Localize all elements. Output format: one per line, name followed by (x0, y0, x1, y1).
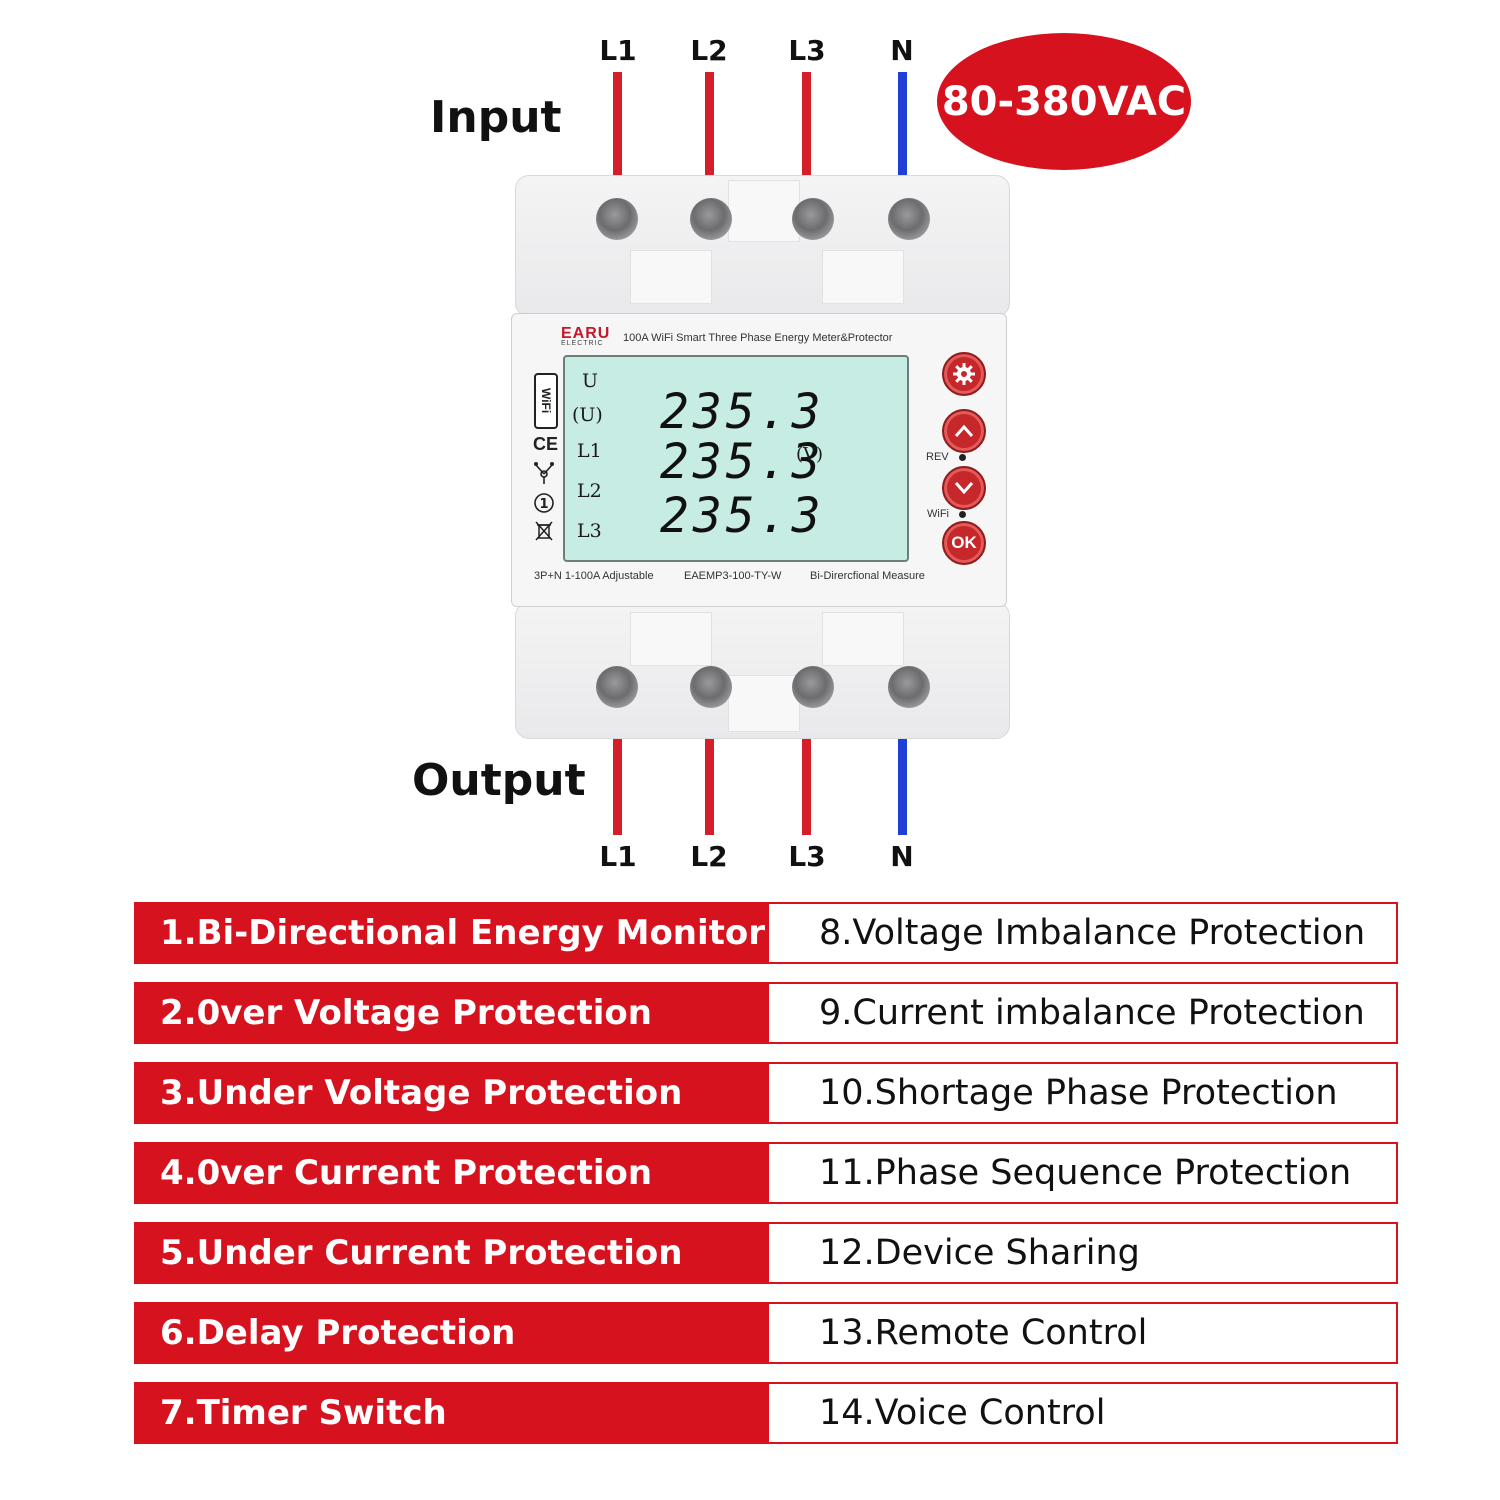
measure-text: Bi-Dirercfional Measure (810, 570, 925, 582)
feature-row: 1.Bi-Directional Energy Monitor 8.Voltag… (134, 902, 1398, 964)
wire-bottom-l2 (705, 735, 714, 835)
lcd-reading-l3: 235.3 (660, 488, 825, 544)
top-slot-right (822, 250, 904, 304)
wire-top-l2 (705, 72, 714, 176)
top-slot-left (630, 250, 712, 304)
terminal-top-l3: L3 (788, 34, 826, 67)
screw-icon (792, 666, 834, 708)
rev-indicator (959, 454, 966, 461)
up-button[interactable] (942, 409, 986, 453)
class-one-icon: 1 (533, 492, 555, 519)
wire-bottom-l3 (802, 735, 811, 835)
feature-left: 2.0ver Voltage Protection (134, 982, 767, 1044)
screw-icon (690, 198, 732, 240)
ce-mark: CE (533, 434, 559, 454)
feature-left: 4.0ver Current Protection (134, 1142, 767, 1204)
network-icon (532, 460, 556, 491)
lcd-reading-l2: 235.3 (660, 434, 825, 490)
wifi-badge: WiFi (534, 373, 558, 429)
feature-left: 5.Under Current Protection (134, 1222, 767, 1284)
feature-left: 6.Delay Protection (134, 1302, 767, 1364)
screw-icon (888, 198, 930, 240)
bottom-slot-center (728, 675, 800, 732)
lcd-label-l2: L2 (577, 480, 602, 502)
terminal-top-n: N (890, 34, 914, 67)
terminal-bottom-n: N (890, 840, 914, 873)
feature-left: 1.Bi-Directional Energy Monitor (134, 902, 767, 964)
device-title: 100A WiFi Smart Three Phase Energy Meter… (623, 332, 893, 344)
bottom-slot-left (630, 612, 712, 666)
brand-logo: EARU (561, 325, 611, 342)
wire-top-l1 (613, 72, 622, 176)
input-label: Input (430, 92, 562, 143)
terminal-bottom-l1: L1 (599, 840, 637, 873)
lcd-label-u: U (582, 370, 599, 392)
bottom-slot-right (822, 612, 904, 666)
voltage-badge: 80-380VAC (937, 33, 1191, 170)
settings-button[interactable] (942, 352, 986, 396)
screw-icon (690, 666, 732, 708)
wire-bottom-n (898, 735, 907, 835)
weee-bin-icon (534, 520, 554, 547)
feature-right: 8.Voltage Imbalance Protection (767, 902, 1398, 964)
lcd-display (563, 355, 909, 562)
feature-right: 11.Phase Sequence Protection (767, 1142, 1398, 1204)
wifi-label: WiFi (927, 508, 949, 520)
feature-row: 2.0ver Voltage Protection 9.Current imba… (134, 982, 1398, 1044)
screw-icon (888, 666, 930, 708)
terminal-top-l1: L1 (599, 34, 637, 67)
wire-bottom-l1 (613, 735, 622, 835)
lcd-label-u-paren: (U) (572, 404, 603, 426)
model-number: EAEMP3-100-TY-W (684, 570, 782, 582)
brand-sub: ELECTRIC (561, 340, 604, 347)
rating-text: 3P+N 1-100A Adjustable (534, 570, 654, 582)
wifi-indicator (959, 511, 966, 518)
feature-row: 4.0ver Current Protection 11.Phase Seque… (134, 1142, 1398, 1204)
svg-text:1: 1 (539, 497, 548, 512)
screw-icon (596, 198, 638, 240)
wire-top-l3 (802, 72, 811, 176)
lcd-label-l1: L1 (577, 440, 602, 462)
feature-row: 7.Timer Switch 14.Voice Control (134, 1382, 1398, 1444)
feature-right: 13.Remote Control (767, 1302, 1398, 1364)
top-slot-center (728, 180, 800, 242)
terminal-bottom-l3: L3 (788, 840, 826, 873)
feature-row: 3.Under Voltage Protection 10.Shortage P… (134, 1062, 1398, 1124)
lcd-reading-l1: 235.3 (660, 384, 825, 440)
feature-row: 5.Under Current Protection 12.Device Sha… (134, 1222, 1398, 1284)
screw-icon (596, 666, 638, 708)
lcd-label-l3: L3 (577, 520, 602, 542)
feature-right: 10.Shortage Phase Protection (767, 1062, 1398, 1124)
lcd-unit: (V) (796, 444, 824, 465)
chevron-down-icon (954, 482, 974, 495)
output-label: Output (412, 755, 586, 806)
gear-icon (953, 363, 975, 385)
ok-button[interactable]: OK (942, 521, 986, 565)
rev-label: REV (926, 451, 949, 463)
chevron-up-icon (954, 424, 974, 437)
feature-row: 6.Delay Protection 13.Remote Control (134, 1302, 1398, 1364)
terminal-top-l2: L2 (690, 34, 728, 67)
wire-top-n (898, 72, 907, 176)
feature-right: 12.Device Sharing (767, 1222, 1398, 1284)
feature-left: 3.Under Voltage Protection (134, 1062, 767, 1124)
screw-icon (792, 198, 834, 240)
terminal-bottom-l2: L2 (690, 840, 728, 873)
down-button[interactable] (942, 466, 986, 510)
feature-right: 9.Current imbalance Protection (767, 982, 1398, 1044)
feature-right: 14.Voice Control (767, 1382, 1398, 1444)
feature-left: 7.Timer Switch (134, 1382, 767, 1444)
